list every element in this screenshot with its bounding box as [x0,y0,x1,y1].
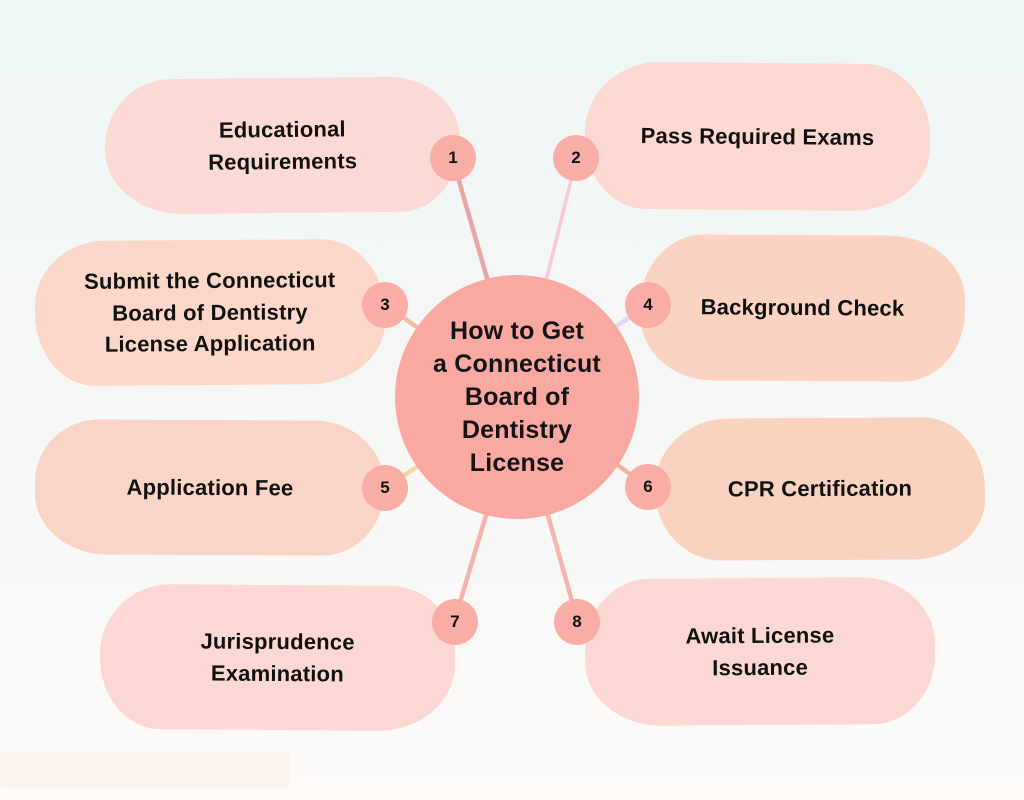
step-5-bubble: Application Fee [34,419,386,556]
step-3-marker: 3 [362,282,408,328]
step-8-marker: 8 [554,599,600,645]
step-5-marker: 5 [362,465,408,511]
step-1-bubble: Educational Requirements [104,76,461,215]
step-4-marker: 4 [625,282,671,328]
step-5-label: Application Fee [126,474,294,500]
watermark-strip [0,752,290,788]
step-7-marker: 7 [432,599,478,645]
step-1-marker: 1 [430,135,476,181]
step-4-label: Background Check [700,294,905,321]
step-2-label: Pass Required Exams [640,122,875,150]
central-topic-circle: How to Get a Connecticut Board of Dentis… [395,275,639,519]
step-8-bubble: Await License Issuance [584,576,936,727]
step-3-bubble: Submit the Connecticut Board of Dentistr… [34,238,386,387]
step-6-marker: 6 [625,464,671,510]
step-4-bubble: Background Check [639,233,966,383]
step-7-label: Jurisprudence Examination [200,628,355,686]
step-2-marker: 2 [553,135,599,181]
step-7-bubble: Jurisprudence Examination [99,583,456,732]
step-6-bubble: CPR Certification [654,417,986,561]
step-8-label: Await License Issuance [685,622,835,680]
step-3-label: Submit the Connecticut Board of Dentistr… [84,266,336,358]
step-6-label: CPR Certification [727,475,913,502]
step-2-bubble: Pass Required Exams [584,61,931,212]
central-title: How to Get a Connecticut Board of Dentis… [433,316,601,477]
step-1-label: Educational Requirements [207,115,358,175]
